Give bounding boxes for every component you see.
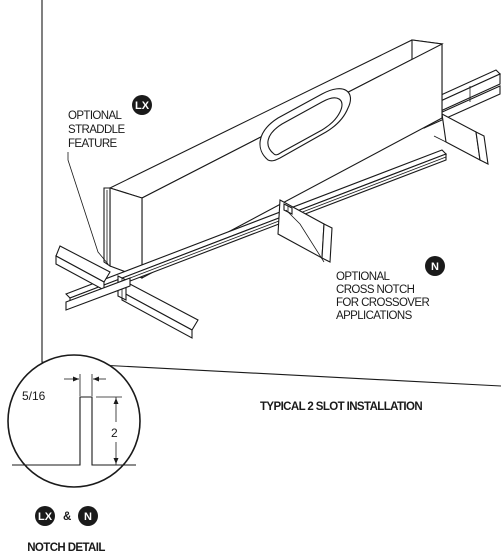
diagram-frame [41,0,501,387]
straddle-label-line1: OPTIONAL [68,110,123,122]
straddle-label-line2: STRADDLE [68,124,125,136]
installation-caption: TYPICAL 2 SLOT INSTALLATION [260,401,422,413]
dimension-width: 5/16 [22,389,46,403]
badge-n-bottom: N [78,506,98,526]
badge-lx-top: LX [132,95,152,115]
box-left-face [109,187,143,279]
straddle-leader [67,152,109,265]
notch-caption: NOTCH DETAIL [27,542,105,554]
svg-text:LX: LX [135,100,150,112]
crossnotch-label-line2: CROSS NOTCH [336,284,415,296]
crossnotch-label-line4: APPLICATIONS [336,310,413,322]
crossnotch-label-line1: OPTIONAL [336,271,391,283]
badge-lx-bottom: LX [35,506,55,526]
crossnotch-label-line3: FOR CROSSOVER [336,297,429,309]
cross-tee-left [55,245,199,339]
ampersand: & [63,511,71,523]
dimension-depth: 2 [111,426,118,440]
notch-detail-circle [7,354,141,488]
cross-tee-right [433,113,489,165]
oval-inlet [259,88,351,162]
badge-n-right: N [425,256,445,276]
crossnotch-leader [285,209,325,263]
svg-text:N: N [84,511,92,523]
svg-text:LX: LX [38,511,53,523]
svg-text:N: N [431,261,439,273]
notch-detail: 5/16 2 [7,354,141,488]
straddle-label-line3: FEATURE [68,138,118,150]
